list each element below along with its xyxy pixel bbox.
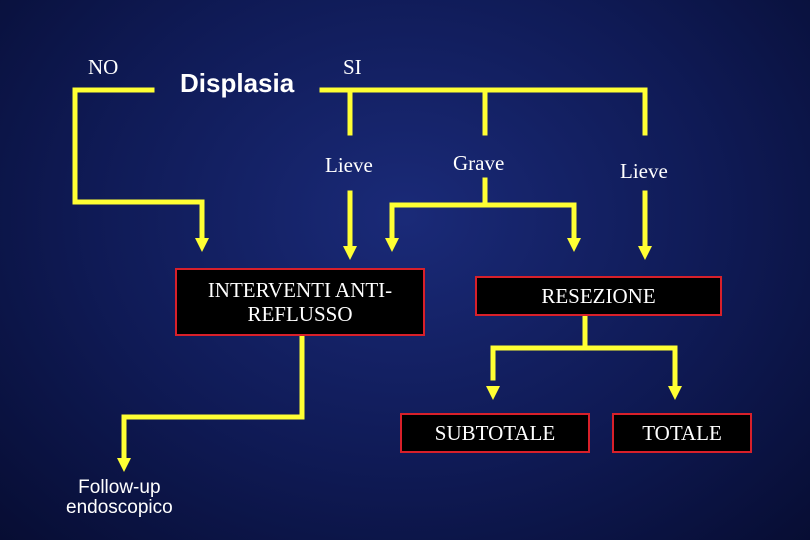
arrowhead-grave-interventi bbox=[385, 238, 399, 252]
arrowhead-totale bbox=[668, 386, 682, 400]
arrowhead-grave-resezione bbox=[567, 238, 581, 252]
box-interventi-line2: REFLUSSO bbox=[247, 302, 353, 326]
arrowhead-lieve2-resezione bbox=[638, 246, 652, 260]
arrowhead-subtotale bbox=[486, 386, 500, 400]
connector-interventi-followup bbox=[121, 333, 305, 461]
label-follow-up-line1: Follow-up bbox=[78, 477, 161, 498]
connector-no-branch bbox=[72, 87, 205, 241]
box-resezione: RESEZIONE bbox=[475, 276, 722, 316]
box-interventi-antireflusso: INTERVENTI ANTI- REFLUSSO bbox=[175, 268, 425, 336]
box-totale: TOTALE bbox=[612, 413, 752, 453]
box-subtotale: SUBTOTALE bbox=[400, 413, 590, 453]
label-grave: Grave bbox=[453, 151, 505, 175]
arrowhead-no-interventi bbox=[195, 238, 209, 252]
label-lieve-2: Lieve bbox=[620, 159, 668, 183]
connector-resezione-split bbox=[490, 345, 678, 393]
label-follow-up-line2: endoscopico bbox=[66, 496, 173, 518]
connector-grave-split bbox=[389, 202, 577, 241]
label-si: SI bbox=[343, 55, 362, 79]
label-no: NO bbox=[88, 55, 119, 79]
arrowhead-lieve1-interventi bbox=[343, 246, 357, 260]
label-follow-up: Follow-up endoscopico bbox=[66, 478, 173, 518]
label-lieve-1: Lieve bbox=[325, 153, 373, 177]
box-interventi-line1: INTERVENTI ANTI- bbox=[207, 277, 393, 302]
label-displasia: Displasia bbox=[180, 68, 295, 98]
arrowhead-followup bbox=[117, 458, 131, 472]
